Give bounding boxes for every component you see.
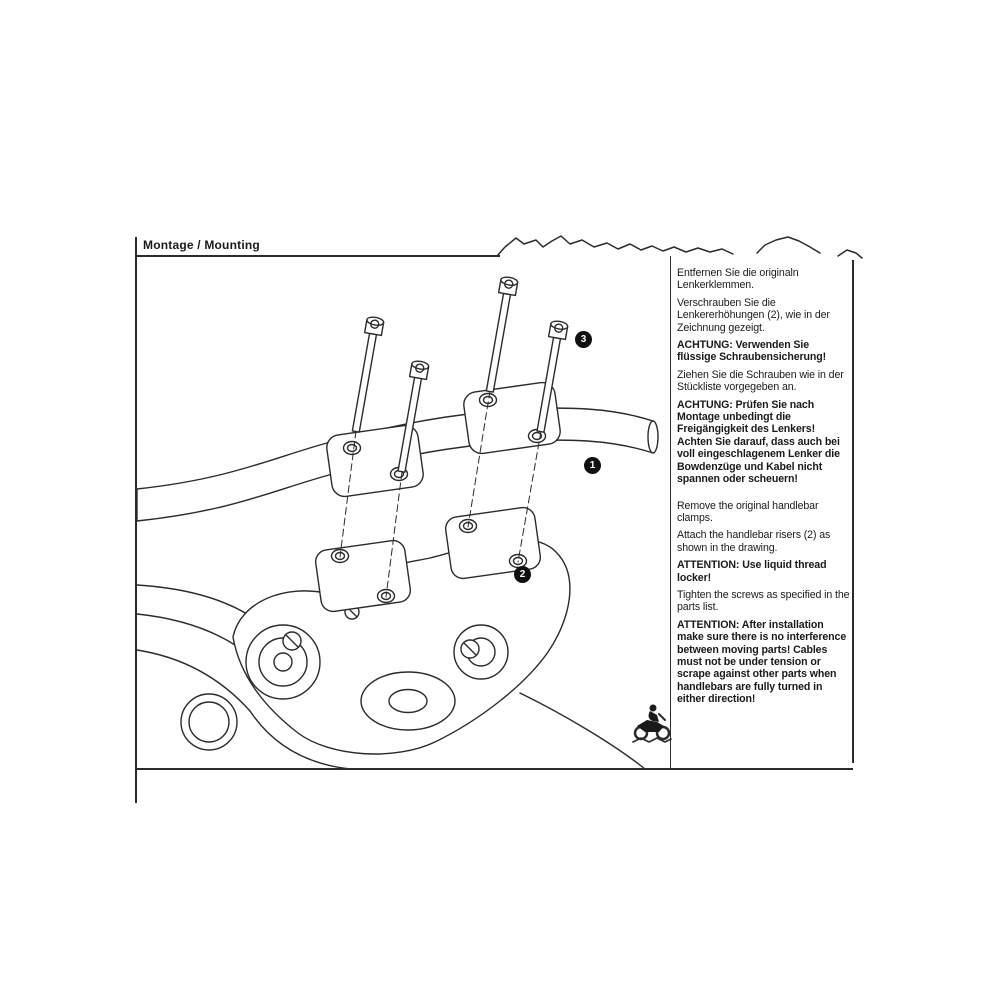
page-border-bottom <box>135 768 853 770</box>
instruction-en-5: ATTENTION: After installation make sure … <box>677 618 847 706</box>
bar-clamp-left <box>326 424 424 498</box>
bolt-3 <box>485 276 519 393</box>
instruction-de-1: Entfernen Sie die originaln Lenkerklemme… <box>677 267 799 292</box>
bodywork-lines <box>136 584 646 770</box>
page-title: Montage / Mounting <box>143 238 260 252</box>
callout-1: 1 <box>584 457 601 474</box>
column-divider <box>670 256 672 769</box>
mounting-bolts <box>351 276 569 473</box>
language-gap <box>677 491 851 500</box>
left-fork-cap <box>245 624 321 700</box>
instruction-de-5: ACHTUNG: Prüfen Sie nach Montage unbedin… <box>677 398 840 486</box>
header-rule <box>135 255 500 257</box>
instruction-de-3: ACHTUNG: Verwenden Sie flüssige Schraube… <box>677 339 827 364</box>
assembly-centerlines <box>339 390 542 598</box>
bolt-1 <box>351 316 385 433</box>
instruction-en-3: ATTENTION: Use liquid thread locker! <box>677 559 827 584</box>
bar-clamp-right <box>463 381 561 455</box>
callout-2: 2 <box>514 566 531 583</box>
instruction-en-1: Remove the original handlebar clamps. <box>677 499 819 524</box>
bolt-2 <box>397 360 430 473</box>
right-fork-cap <box>453 624 509 680</box>
handlebar-end <box>647 420 659 454</box>
page-border-right <box>852 260 854 763</box>
instruction-en-4: Tighten the screws as specified in the p… <box>677 588 850 614</box>
page-border-left <box>135 237 137 803</box>
handlebar-riser-right <box>444 506 542 580</box>
triple-clamp <box>180 538 571 755</box>
torn-edge <box>496 235 863 259</box>
callout-3: 3 <box>575 331 592 348</box>
instructions-column: Entfernen Sie die originaln Lenkerklemme… <box>677 267 851 711</box>
handlebar-riser-left <box>314 539 412 613</box>
instruction-de-4: Ziehen Sie die Schrauben wie in der Stüc… <box>677 368 844 394</box>
motorcycle-rider-icon <box>632 704 672 743</box>
instruction-en-2: Attach the handlebar risers (2) as shown… <box>677 529 831 554</box>
bolt-4 <box>536 320 569 433</box>
ignition-lock <box>360 671 456 731</box>
instruction-de-2: Verschrauben Sie die Lenkererhöhungen (2… <box>677 296 830 334</box>
